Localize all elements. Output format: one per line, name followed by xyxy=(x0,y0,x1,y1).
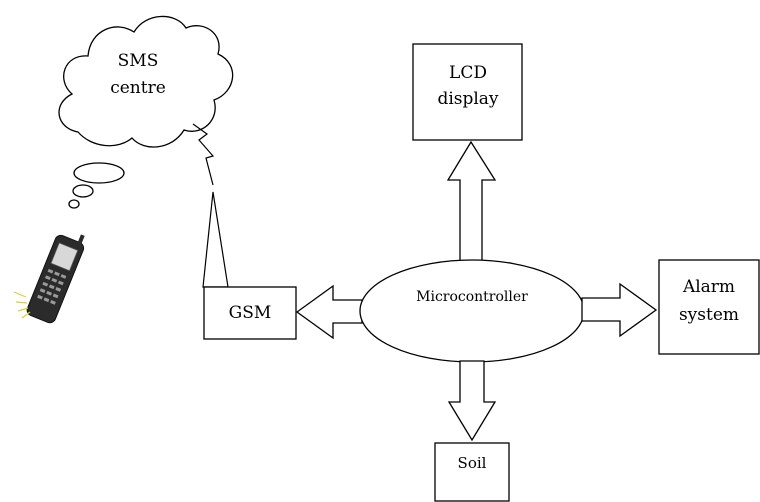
phone-ring-lines xyxy=(13,291,31,319)
soil-label: Soil xyxy=(458,454,487,472)
antenna-icon xyxy=(202,191,229,288)
thought-bubble-medium xyxy=(72,184,94,198)
microcontroller-label: Microcontroller xyxy=(416,289,528,305)
soil-box xyxy=(434,442,510,502)
arrow-to-lcd xyxy=(446,140,497,263)
mobile-phone-icon xyxy=(26,234,85,324)
lcd-label-line1: LCD xyxy=(449,63,487,83)
lightning-bolt-icon xyxy=(192,123,215,186)
alarm-system-box xyxy=(658,259,760,355)
arrow-to-alarm xyxy=(581,282,658,338)
thought-bubble-small xyxy=(68,199,80,209)
cloud-label-line1: SMS xyxy=(118,51,159,71)
lcd-label-line2: display xyxy=(437,89,498,109)
lcd-display-box xyxy=(412,43,523,141)
arrow-to-gsm xyxy=(295,284,363,340)
arrow-to-soil xyxy=(447,360,497,442)
thought-bubble-large xyxy=(73,162,125,184)
gsm-box xyxy=(203,286,297,340)
microcontroller-node xyxy=(359,259,585,363)
sms-centre-cloud: SMS centre xyxy=(58,15,234,209)
cloud-label-line2: centre xyxy=(110,78,166,98)
alarm-label-line2: system xyxy=(679,305,739,325)
gsm-label: GSM xyxy=(229,303,272,323)
alarm-label-line1: Alarm xyxy=(682,277,735,297)
